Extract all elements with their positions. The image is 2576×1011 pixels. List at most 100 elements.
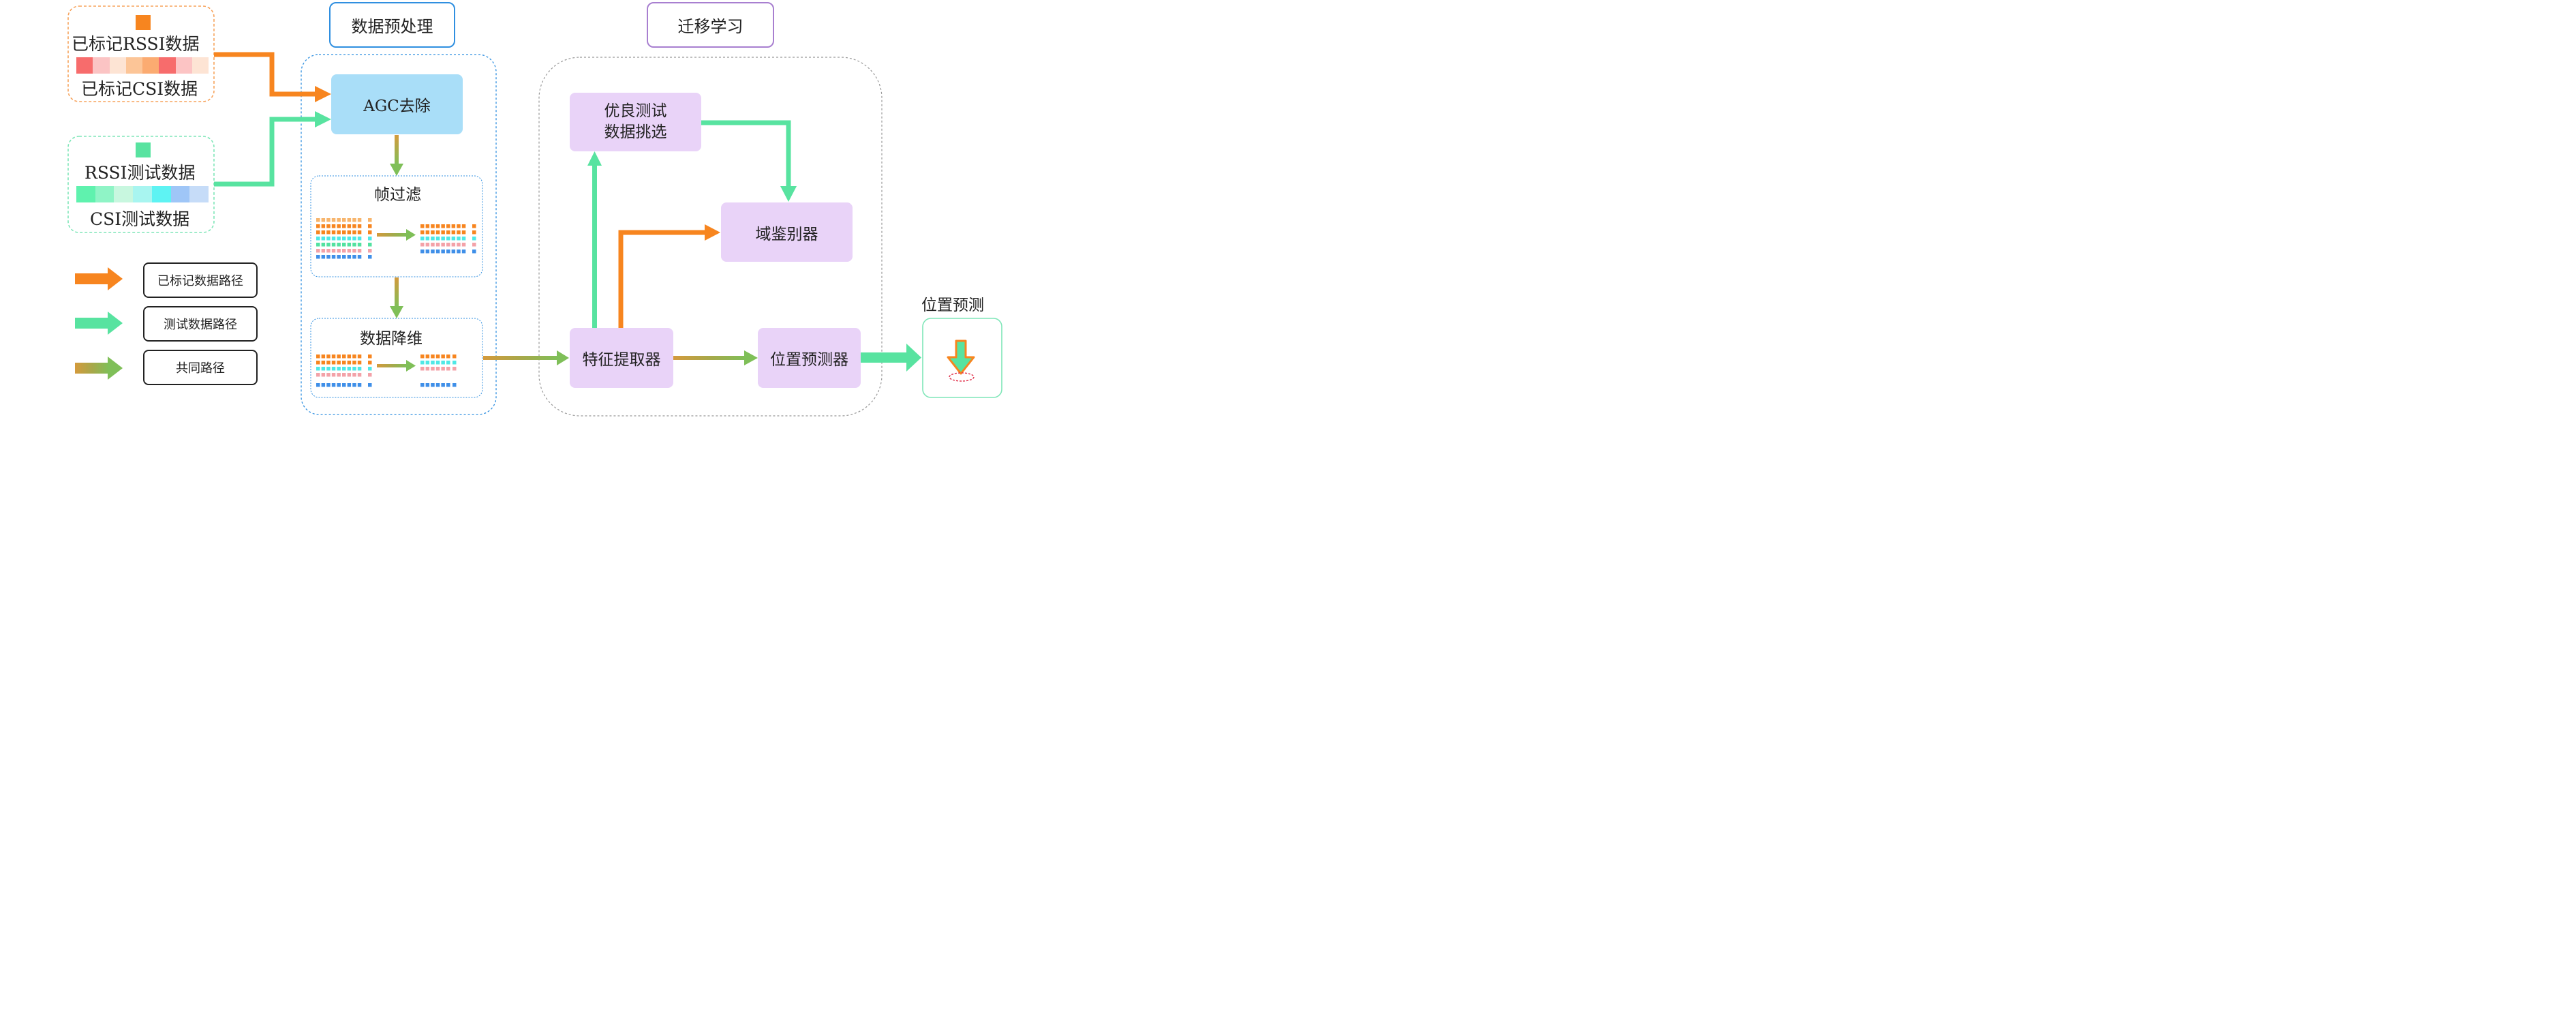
data-tile: [326, 255, 331, 259]
data-tile: [453, 361, 457, 365]
data-tile: [368, 361, 372, 365]
data-tile: [331, 218, 336, 222]
data-tile: [347, 243, 352, 247]
data-tile: [472, 243, 476, 247]
data-tile: [446, 250, 450, 254]
legend-arrowhead-labeled: [108, 267, 123, 290]
data-tile: [316, 230, 320, 235]
test-arrowhead-discriminator: [780, 186, 797, 202]
test-rssi-swatch: [136, 142, 151, 157]
data-tile: [331, 237, 336, 241]
data-tile: [321, 224, 326, 228]
data-tile: [451, 243, 456, 247]
data-tile: [347, 373, 352, 377]
data-tile: [337, 367, 341, 371]
data-tile: [472, 250, 476, 254]
data-tile: [368, 373, 372, 377]
data-tile: [431, 250, 435, 254]
position-prediction-title: 位置预测: [921, 297, 984, 314]
data-tile: [321, 218, 326, 222]
labeled-rssi-swatch: [136, 15, 151, 30]
data-tile: [431, 383, 435, 387]
data-tile: [326, 249, 331, 253]
data-tile: [337, 373, 341, 377]
data-tile: [425, 243, 430, 247]
transfer-container: [538, 57, 883, 417]
data-tile: [342, 243, 346, 247]
data-tile: [446, 354, 450, 359]
legend-arrow-common: [75, 363, 109, 374]
data-tile: [457, 224, 461, 228]
data-tile: [441, 367, 445, 371]
data-tile: [347, 255, 352, 259]
data-tile: [316, 383, 320, 387]
data-tile: [357, 218, 362, 222]
data-tile: [326, 230, 331, 235]
test-csi-heatmap-cell: [189, 186, 209, 202]
data-tile: [435, 224, 440, 228]
labeled-csi-heatmap-cell: [191, 57, 209, 74]
target-ellipse-icon: [949, 372, 975, 382]
data-tile: [368, 367, 372, 371]
data-tile: [316, 373, 320, 377]
data-tile: [342, 218, 346, 222]
data-tile: [316, 361, 320, 365]
data-tile: [453, 383, 457, 387]
data-tile: [347, 237, 352, 241]
data-tile: [446, 361, 450, 365]
data-tile: [425, 230, 430, 235]
data-tile: [352, 361, 356, 365]
data-tile: [347, 367, 352, 371]
data-tile: [316, 237, 320, 241]
labeled-csi-heatmap-cell: [76, 57, 93, 74]
common-arrowhead-predictor: [744, 350, 758, 365]
test-csi-heatmap-cell: [95, 186, 114, 202]
data-tile: [446, 224, 450, 228]
data-tile: [321, 255, 326, 259]
data-tile: [441, 250, 445, 254]
data-tile: [357, 354, 362, 359]
feature-extractor-node: 特征提取器: [570, 328, 673, 388]
data-tile: [357, 237, 362, 241]
data-tile: [337, 383, 341, 387]
test-csi-heatmap-cell: [151, 186, 171, 202]
data-tile: [342, 367, 346, 371]
labeled-csi-heatmap-cell: [175, 57, 192, 74]
data-tile: [441, 230, 445, 235]
data-tile: [352, 354, 356, 359]
data-tile: [321, 367, 326, 371]
data-tile: [352, 230, 356, 235]
position-predictor-node: 位置预测器: [758, 328, 861, 388]
legend-arrowhead-common: [108, 357, 123, 380]
data-tile: [420, 367, 425, 371]
data-tile: [342, 237, 346, 241]
labeled-csi-heatmap-cell: [159, 57, 176, 74]
data-tile: [446, 367, 450, 371]
data-tile: [357, 249, 362, 253]
data-tile: [357, 230, 362, 235]
data-tile: [425, 237, 430, 241]
data-tile: [326, 361, 331, 365]
labeled-arrowhead-agc: [315, 86, 331, 102]
data-tile: [446, 383, 450, 387]
data-tile: [342, 230, 346, 235]
data-tile: [472, 237, 476, 241]
test-csi-heatmap-cell: [114, 186, 134, 202]
data-tile: [352, 243, 356, 247]
data-tile: [326, 237, 331, 241]
frame-filter-title: 帧过滤: [374, 186, 421, 204]
data-tile: [368, 243, 372, 247]
data-tile: [331, 230, 336, 235]
common-arrowhead-extractor: [557, 350, 569, 365]
data-tile: [457, 243, 461, 247]
data-tile: [352, 224, 356, 228]
data-tile: [461, 250, 466, 254]
dim-inner-arrow: [377, 364, 407, 367]
labeled-csi-heatmap-cell: [142, 57, 159, 74]
data-tile: [347, 224, 352, 228]
legend-arrow-labeled: [75, 273, 109, 284]
dim-reduction-title: 数据降维: [360, 330, 423, 348]
test-csi-heatmap: [76, 186, 209, 202]
data-tile: [431, 243, 435, 247]
data-tile: [342, 255, 346, 259]
